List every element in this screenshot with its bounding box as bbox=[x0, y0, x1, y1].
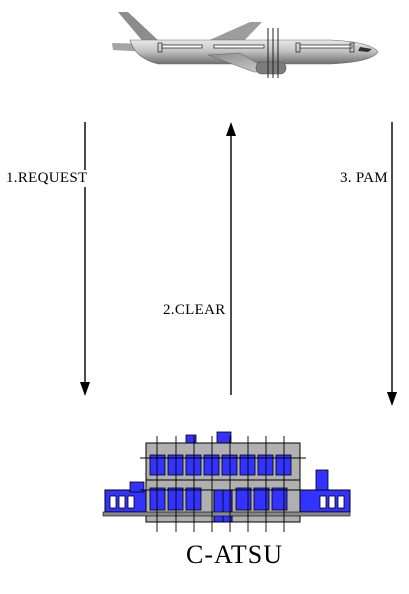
request-arrow bbox=[80, 122, 90, 396]
clear-arrow bbox=[226, 122, 236, 395]
clear-label: 2.CLEAR bbox=[163, 302, 226, 319]
airplane-icon bbox=[112, 12, 378, 78]
building-icon bbox=[103, 432, 350, 532]
request-label: 1.REQUEST bbox=[6, 170, 87, 187]
pam-label: 3. PAM bbox=[340, 170, 388, 187]
ground-station-label: C-ATSU bbox=[186, 540, 283, 570]
pam-arrow bbox=[387, 122, 397, 406]
